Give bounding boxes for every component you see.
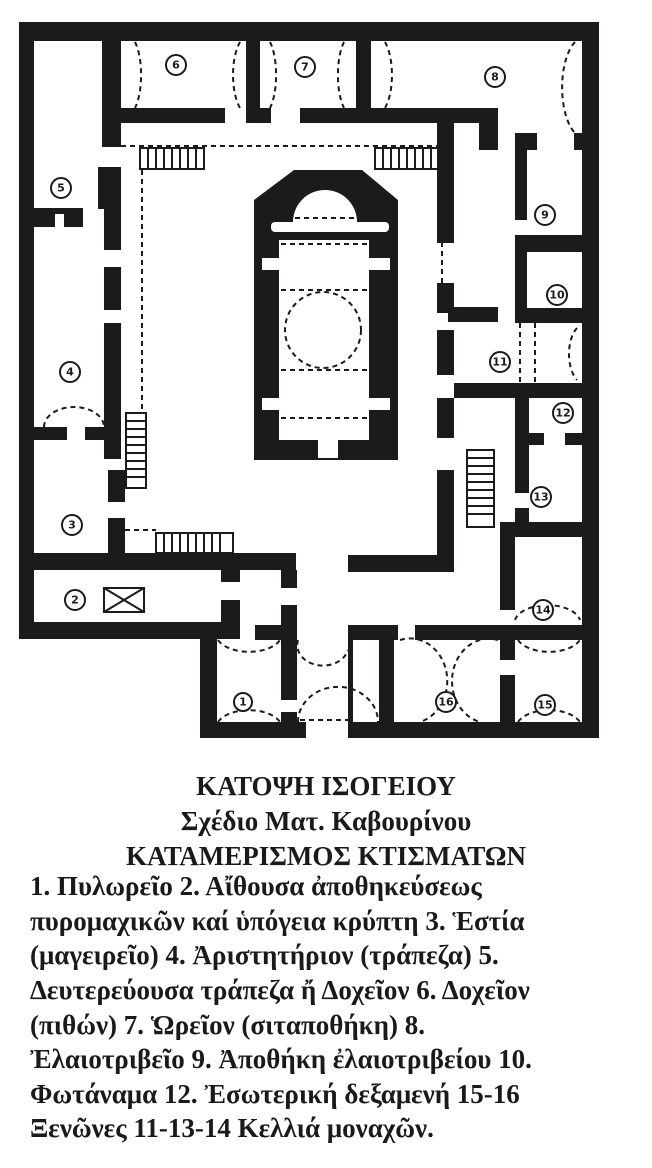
room-labels: 1 2 3 4 5 6 7 8 9 10 11 12 13 14 15 16 [50,54,574,716]
floor-plan: 1 2 3 4 5 6 7 8 9 10 11 12 13 14 15 16 [19,22,599,738]
dashed-lines [121,145,536,721]
legend-line: Δευτερεύουσα τράπεζα ἤ Δοχεῖον 6. Δοχεῖο… [30,975,530,1005]
svg-text:12: 12 [555,407,570,420]
room-16-label: 16 [435,691,457,713]
room-11-label: 11 [489,351,511,373]
room-10-label: 10 [546,284,568,306]
walls [19,22,599,738]
svg-text:16: 16 [438,696,454,709]
svg-text:3: 3 [68,519,76,532]
legend-heading: ΚΑΤΑΜΕΡΙΣΜΟΣ ΚΤΙΣΜΑΤΩΝ [126,841,526,871]
room-4-label: 4 [59,361,81,383]
room-8-label: 8 [484,66,506,88]
plan-title: ΚΑΤΟΨΗ ΙΣΟΓΕΙΟΥ [196,771,456,801]
svg-text:10: 10 [549,289,565,302]
svg-text:8: 8 [491,71,499,84]
room-6-label: 6 [165,54,187,76]
svg-text:1: 1 [239,696,247,709]
storage-crypt-symbol [103,587,145,613]
svg-text:4: 4 [66,366,74,379]
room-5-label: 5 [50,177,72,199]
svg-text:14: 14 [535,604,551,617]
legend-line: (μαγειρεῖο) 4. Ἀριστητήριον (τράπεζα) 5. [30,940,499,970]
room-14-label: 14 [532,599,554,621]
church [254,170,398,460]
svg-text:15: 15 [537,699,552,712]
room-1-label: 1 [233,692,253,712]
svg-text:7: 7 [301,61,309,74]
room-9-label: 9 [534,204,556,226]
legend-line: Φωτάναμα 12. Ἐσωτερική δεξαμενή 15-16 [30,1079,520,1109]
legend-line: πυρομαχικῶν καί ὑπόγεια κρύπτη 3. Ἑστία [30,906,525,936]
stairs [125,147,495,554]
svg-text:2: 2 [71,594,79,607]
room-15-label: 15 [534,694,556,716]
room-12-label: 12 [552,402,574,424]
svg-text:6: 6 [172,59,180,72]
room-3-label: 3 [61,514,83,536]
legend-line: Ξενῶνες 11-13-14 Κελλιά μοναχῶν. [30,1113,434,1143]
room-13-label: 13 [530,486,552,508]
plan-subtitle: Σχέδιο Ματ. Καβουρίνου [180,806,472,836]
svg-text:5: 5 [57,182,65,195]
svg-text:13: 13 [533,491,548,504]
room-2-label: 2 [64,589,86,611]
legend-line: Ἐλαιοτριβεῖο 9. Ἀποθήκη ἐλαιοτριβείου 10… [30,1044,532,1074]
legend-line: 1. Πυλωρεῖο 2. Αἴθουσα ἀποθηκεύσεως [30,871,482,901]
svg-text:9: 9 [541,209,549,222]
svg-text:11: 11 [492,356,507,369]
room-7-label: 7 [294,56,316,78]
legend-line: (πιθών) 7. Ὡρεῖον (σιταποθήκη) 8. [30,1010,425,1040]
